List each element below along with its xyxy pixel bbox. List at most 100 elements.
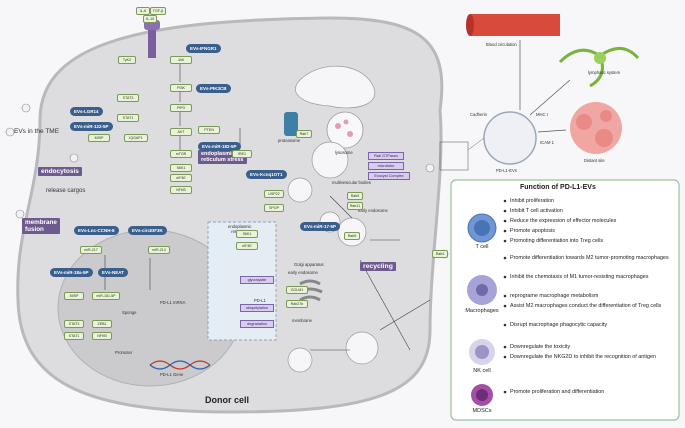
ev-pill: EVs-circEIF3K: [128, 226, 167, 235]
ev-pill: EVs-miR-17-5P: [300, 222, 341, 231]
signal-box: MISP: [64, 292, 84, 300]
signal-box: PI3K: [170, 84, 192, 92]
ev-pill: EVs-LGR14: [70, 107, 103, 116]
signal-box: GOLM1: [286, 286, 308, 294]
glycosylate-box: glycosylate: [240, 276, 274, 284]
signal-box: IL-6: [136, 7, 150, 15]
membrane-label: membrane: [292, 318, 313, 323]
signal-box: NFKB: [170, 186, 192, 194]
pdl1-evs-label: PD-L1-EVs: [496, 168, 517, 173]
pdl1-mrna-label: PD-L1 mRNA: [160, 300, 186, 305]
function-item: Reduce the expression of effector molecu…: [510, 218, 617, 224]
release-cargos-label: release cargos: [46, 188, 86, 194]
signal-box: ZEB1: [92, 320, 112, 328]
function-item: Assist M2 macrophages conduct the differ…: [510, 303, 662, 309]
function-item: Inhibit T cell activation: [510, 208, 563, 214]
mhc-label: MHC I: [536, 112, 548, 117]
macrophages-label: Macrophages: [465, 308, 499, 314]
ev-pill: EVs-miR-18a-5P: [50, 268, 93, 277]
signal-box: Rab7: [296, 130, 312, 138]
nk-cell-label: NK cell: [473, 368, 491, 374]
function-panel: [450, 179, 680, 421]
ev-pill: EVs-miR-122-5P: [70, 122, 113, 131]
membrane-fusion-label: membrane fusion: [22, 218, 60, 234]
mvb-label: multivesicular bodies: [332, 180, 371, 185]
microtube-box: microtube: [368, 162, 404, 170]
signal-box: miR-217: [80, 246, 102, 254]
signal-box: STAT1: [117, 114, 139, 122]
signal-box: TGF-β: [150, 7, 166, 15]
signal-box: IL-10: [143, 15, 157, 23]
signal-box: eIF4E: [170, 174, 192, 182]
mdscs-label: MDSCs: [472, 408, 492, 414]
signal-box: IQGAP1: [124, 134, 148, 142]
cadherin-label: Cadherin: [470, 112, 487, 117]
ev-pill: EVs-IFNGR1: [186, 44, 221, 53]
function-item: Promoting differentiation into Treg cell…: [510, 238, 604, 244]
function-title: Function of PD-L1-EVs: [520, 184, 596, 191]
pdl1-label: PD-L1: [254, 298, 266, 303]
signal-box: miR-214: [148, 246, 170, 254]
pdl1-ev-vesicle: [483, 111, 537, 165]
early-endosome-label: early endosome: [358, 208, 388, 213]
blood-circulation-label: Blood circulation: [486, 42, 517, 47]
ev-pill: EVs-miR-182-5P: [198, 142, 241, 151]
ev-pill: EVs-NEAT: [98, 268, 128, 277]
evs-tme-label: EVs in the TME: [14, 128, 60, 135]
ev-pill: EVs-Kcnq1OT1: [246, 170, 287, 179]
signal-box: NFKB: [92, 332, 112, 340]
signal-box: Rab4: [432, 250, 448, 258]
function-item: Promote proliferation and differentiatio…: [510, 389, 605, 395]
signal-box: S6K1: [236, 230, 258, 238]
ev-pill: EVs-Lnc-CCNH-8: [74, 226, 119, 235]
donor-cell-title: Donor cell: [205, 395, 250, 405]
signal-box: miR-181-5P: [92, 292, 120, 300]
signal-box: MISP: [88, 134, 110, 142]
endocytosis-label: endocytosis: [38, 167, 82, 176]
signal-box: PTEN: [198, 126, 220, 134]
signal-box: S6K1: [170, 164, 192, 172]
function-item: Downregulate the NKG2D to inhibit the re…: [510, 354, 656, 360]
signal-box: PIP3: [170, 104, 192, 112]
function-item: Promote apoptosis: [510, 228, 555, 234]
signal-box: IRE1: [232, 150, 252, 158]
proteasome-label: proteasome: [278, 138, 301, 143]
icam-label: ICAM 1: [540, 140, 554, 145]
function-item: Inhibit proliferation: [510, 198, 555, 204]
function-item: reprograme macrophage metabolism: [510, 293, 599, 299]
pdl1-gene-label: PD-L1 Gene: [160, 372, 184, 377]
signal-box: Rab11: [347, 202, 363, 210]
signal-box: JAK: [170, 56, 192, 64]
t-cell-label: T cell: [475, 244, 489, 250]
function-item: Disrupt macrophage phagocytic capacity: [510, 322, 608, 328]
rab-gtpases-box: Rab GTPases: [368, 152, 404, 160]
lysosome-label: lysosome: [335, 150, 353, 155]
degradation-box: degradation: [240, 320, 274, 328]
function-item: Promote differentiation towards M2 tumor…: [510, 255, 669, 261]
signal-box: TyK2: [118, 56, 136, 64]
signal-box: STAT3: [117, 94, 139, 102]
signal-box: SPOP: [264, 204, 284, 212]
ev-pill: EVs-PIK3CB: [196, 84, 231, 93]
signal-box: STAT1: [64, 332, 84, 340]
signal-box: STAT3: [64, 320, 84, 328]
golgi-label: Golgi apparatus: [294, 262, 324, 267]
signal-box: mTOR: [170, 150, 192, 158]
signal-box: Rab5: [347, 192, 363, 200]
recycling-label: recycling: [360, 262, 396, 271]
signal-box: Rab27b: [286, 300, 308, 308]
sponge-label: Sponge: [122, 310, 137, 315]
signal-box: Rab5: [344, 232, 360, 240]
early-endosome-2-label: early endosome: [288, 270, 318, 275]
signal-box: AKT: [170, 128, 192, 136]
function-item: Downregulate the toxicity: [510, 344, 571, 350]
distant-site-label: Distant site: [584, 158, 605, 163]
function-item: Inhibit the chemotaxis of M1 tumor-resis…: [510, 274, 649, 280]
exocyst-box: Exocyst Complex: [368, 172, 410, 180]
ubiquitylation-box: ubiquitylation: [240, 304, 274, 312]
lymphatic-label: lymphatic system: [588, 70, 621, 75]
signal-box: USP22: [264, 190, 284, 198]
promoter-label: Promoter: [115, 350, 133, 355]
signal-box: eIF4E: [236, 242, 258, 250]
